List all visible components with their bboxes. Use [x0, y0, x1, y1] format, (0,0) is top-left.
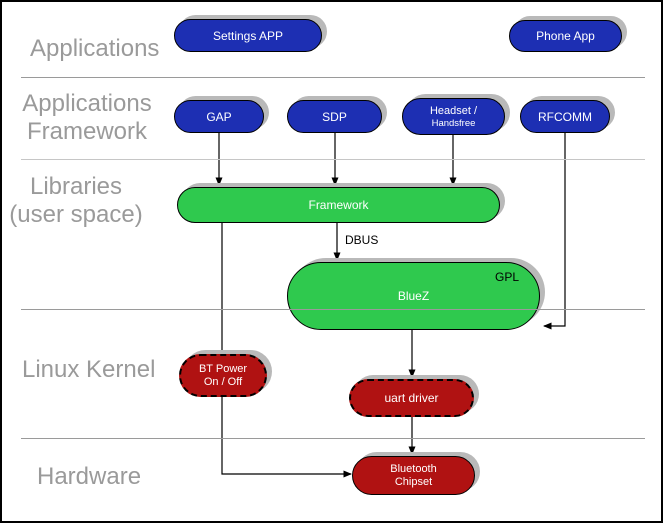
node-label: Handsfree: [431, 117, 476, 129]
node-label: BT Power: [198, 362, 248, 375]
node-phone-app: Phone App: [509, 20, 622, 52]
node-label: Settings APP: [212, 28, 284, 43]
divider-applications-framework: [21, 77, 645, 78]
node-label: Framework: [308, 198, 369, 212]
node-label: GAP: [206, 109, 232, 124]
layer-label-text: Applications: [30, 35, 160, 62]
node-label: RFCOMM: [538, 109, 592, 124]
divider-framework-libraries: [21, 159, 645, 160]
dbus-label-text: DBUS: [345, 233, 379, 247]
node-gap: GAP: [174, 100, 264, 133]
dbus-label: DBUS: [345, 234, 378, 246]
layer-label-libraries: Libraries (user space): [2, 173, 150, 229]
gpl-license-tag: GPL: [494, 270, 519, 284]
node-bluetooth-chipset: Bluetooth Chipset: [352, 456, 475, 495]
layer-label-text: Applications: [22, 90, 152, 117]
node-framework: Framework: [177, 187, 500, 223]
layer-label-linux-kernel: Linux Kernel: [22, 356, 155, 384]
layer-label-text: (user space): [9, 201, 143, 228]
layer-label-text: Libraries: [29, 173, 123, 200]
node-label: Chipset: [394, 475, 433, 488]
node-label: uart driver: [384, 391, 439, 405]
node-label: Headset /: [429, 104, 478, 117]
node-label: Bluetooth: [390, 462, 437, 475]
layer-label-text: Hardware: [37, 463, 142, 490]
layer-label-text: Framework: [26, 118, 147, 145]
node-label: SDP: [322, 109, 347, 124]
layer-label-hardware: Hardware: [37, 463, 141, 491]
node-bt-power: BT Power On / Off: [179, 354, 267, 397]
node-label: On / Off: [203, 375, 243, 388]
node-bluez: BlueZ GPL: [287, 262, 540, 330]
rfcomm-to-bluez-arrow: [543, 130, 566, 330]
node-label: BlueZ: [397, 289, 430, 303]
layer-label-applications-framework: Applications Framework: [12, 90, 162, 146]
layer-label-text: Linux Kernel: [22, 356, 156, 383]
node-settings-app: Settings APP: [174, 19, 322, 52]
divider-kernel-hardware: [21, 438, 645, 439]
node-sdp: SDP: [287, 100, 382, 133]
layer-label-applications: Applications: [30, 35, 159, 63]
node-rfcomm: RFCOMM: [520, 100, 610, 133]
node-label: Phone App: [536, 29, 595, 43]
divider-libraries-kernel: [21, 309, 645, 310]
framework-to-chipset-elbow-arrow: [221, 223, 352, 478]
node-headset-handsfree: Headset / Handsfree: [402, 98, 505, 135]
node-uart-driver: uart driver: [349, 379, 474, 417]
